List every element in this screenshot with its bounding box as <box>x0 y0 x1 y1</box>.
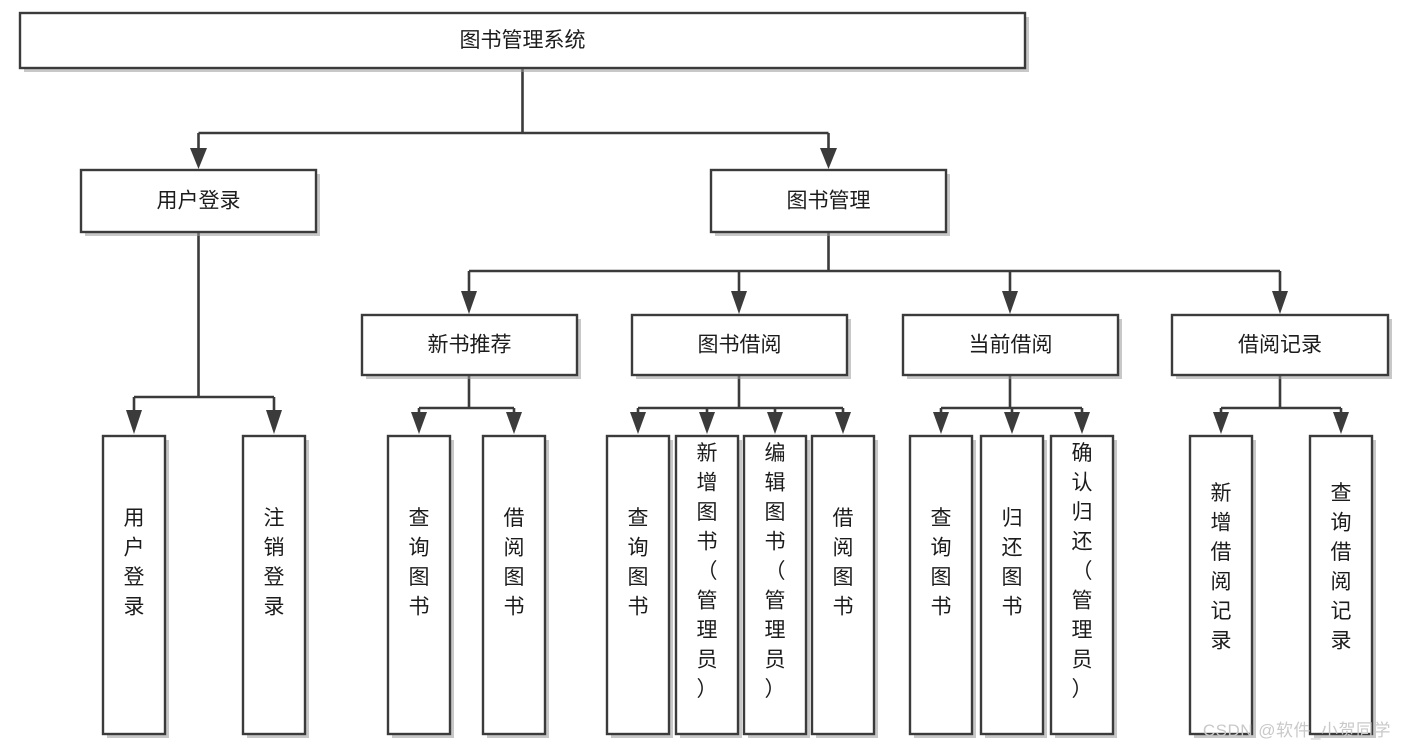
node-leaf-query-book-1[interactable]: 查询图书 <box>386 434 454 738</box>
node-book-management-box <box>709 168 948 234</box>
node-new-book-recommend-label: 新书推荐 <box>428 334 512 357</box>
node-root[interactable]: 图书管理系统 <box>18 11 1029 72</box>
leaf-nodes-layer: 用户登录 注销登录 查询图书 借阅图书 查询图书 <box>101 434 1376 738</box>
arrow-to-new-book-recommend <box>461 291 477 314</box>
arrow-to-leaf-confirm-return <box>1074 412 1090 434</box>
arrow-to-borrow-record <box>1272 291 1288 314</box>
node-leaf-borrow-book-2-box <box>810 434 876 736</box>
node-leaf-user-login-label: 用户登录 <box>124 507 145 619</box>
node-user-login-label: 用户登录 <box>157 190 241 213</box>
node-leaf-query-book-1-label: 查询图书 <box>409 507 430 619</box>
node-leaf-user-login[interactable]: 用户登录 <box>101 434 169 738</box>
node-leaf-user-login-box <box>101 434 167 736</box>
node-leaf-query-book-3-label: 查询图书 <box>931 507 952 619</box>
node-leaf-query-book-3[interactable]: 查询图书 <box>908 434 976 738</box>
arrow-to-current-borrow <box>1002 291 1018 314</box>
node-leaf-confirm-return[interactable]: 确认归还（管理员） <box>1049 434 1117 738</box>
node-leaf-logout-box <box>241 434 307 736</box>
node-leaf-borrow-book-1[interactable]: 借阅图书 <box>481 434 549 738</box>
arrow-to-leaf-add-record <box>1213 412 1229 434</box>
arrow-to-leaf-query-record <box>1333 412 1349 434</box>
arrow-to-leaf-query-book-3 <box>933 412 949 434</box>
connector-layer <box>126 68 1349 434</box>
node-root-label: 图书管理系统 <box>460 29 586 52</box>
node-root-box <box>18 11 1027 70</box>
node-leaf-add-record[interactable]: 新增借阅记录 <box>1188 434 1256 738</box>
arrow-to-book-borrow <box>731 291 747 314</box>
node-book-management-label: 图书管理 <box>787 190 871 213</box>
node-book-borrow[interactable]: 图书借阅 <box>630 313 851 379</box>
node-leaf-query-record-label: 查询借阅记录 <box>1331 482 1352 653</box>
node-borrow-record-box <box>1170 313 1390 377</box>
arrow-to-leaf-query-book-1 <box>411 412 427 434</box>
node-leaf-logout-label: 注销登录 <box>264 507 285 619</box>
node-leaf-query-book-2-label: 查询图书 <box>628 507 649 619</box>
arrow-to-leaf-edit-book <box>767 412 783 434</box>
node-leaf-query-book-1-box <box>386 434 452 736</box>
node-leaf-add-book-label: 新增图书（管理员） <box>697 442 718 701</box>
node-book-borrow-box <box>630 313 849 377</box>
arrow-to-leaf-borrow-book-2 <box>835 412 851 434</box>
node-leaf-logout[interactable]: 注销登录 <box>241 434 309 738</box>
node-new-book-recommend-box <box>360 313 579 377</box>
arrow-to-book-management <box>820 148 837 169</box>
node-leaf-query-record[interactable]: 查询借阅记录 <box>1308 434 1376 738</box>
node-user-login-box <box>79 168 318 234</box>
arrow-to-user-login <box>190 148 207 169</box>
node-leaf-add-record-box <box>1188 434 1254 736</box>
node-book-borrow-label: 图书借阅 <box>698 334 782 357</box>
node-leaf-query-record-box <box>1308 434 1374 736</box>
node-leaf-borrow-book-2-label: 借阅图书 <box>833 507 854 619</box>
node-current-borrow-label: 当前借阅 <box>969 334 1053 357</box>
node-borrow-record[interactable]: 借阅记录 <box>1170 313 1392 379</box>
arrow-to-leaf-logout <box>266 410 282 434</box>
arrow-to-leaf-query-book-2 <box>630 412 646 434</box>
node-leaf-add-book-box <box>674 434 740 736</box>
node-new-book-recommend[interactable]: 新书推荐 <box>360 313 581 379</box>
node-book-management[interactable]: 图书管理 <box>709 168 950 236</box>
arrow-to-leaf-return-book <box>1004 412 1020 434</box>
csdn-watermark: CSDN @软件_小贺同学 <box>1202 721 1391 740</box>
node-leaf-add-book[interactable]: 新增图书（管理员） <box>674 434 742 738</box>
node-leaf-query-book-2-box <box>605 434 671 736</box>
arrow-to-leaf-user-login <box>126 410 142 434</box>
arrow-to-leaf-borrow-book-1 <box>506 412 522 434</box>
node-leaf-query-book-2[interactable]: 查询图书 <box>605 434 673 738</box>
node-leaf-query-book-3-box <box>908 434 974 736</box>
node-leaf-return-book-label: 归还图书 <box>1002 507 1023 619</box>
node-borrow-record-label: 借阅记录 <box>1238 334 1322 357</box>
node-leaf-edit-book[interactable]: 编辑图书（管理员） <box>742 434 810 738</box>
node-leaf-edit-book-label: 编辑图书（管理员） <box>765 442 786 701</box>
node-user-login[interactable]: 用户登录 <box>79 168 320 236</box>
node-leaf-borrow-book-2[interactable]: 借阅图书 <box>810 434 878 738</box>
node-leaf-return-book[interactable]: 归还图书 <box>979 434 1047 738</box>
node-leaf-add-record-label: 新增借阅记录 <box>1211 482 1232 653</box>
node-leaf-borrow-book-1-box <box>481 434 547 736</box>
node-current-borrow-box <box>901 313 1120 377</box>
node-leaf-return-book-box <box>979 434 1045 736</box>
node-leaf-borrow-book-1-label: 借阅图书 <box>504 507 525 619</box>
node-leaf-confirm-return-label: 确认归还（管理员） <box>1072 442 1093 701</box>
node-current-borrow[interactable]: 当前借阅 <box>901 313 1122 379</box>
arrow-to-leaf-add-book <box>699 412 715 434</box>
node-leaf-edit-book-box <box>742 434 808 736</box>
node-leaf-confirm-return-box <box>1049 434 1115 736</box>
